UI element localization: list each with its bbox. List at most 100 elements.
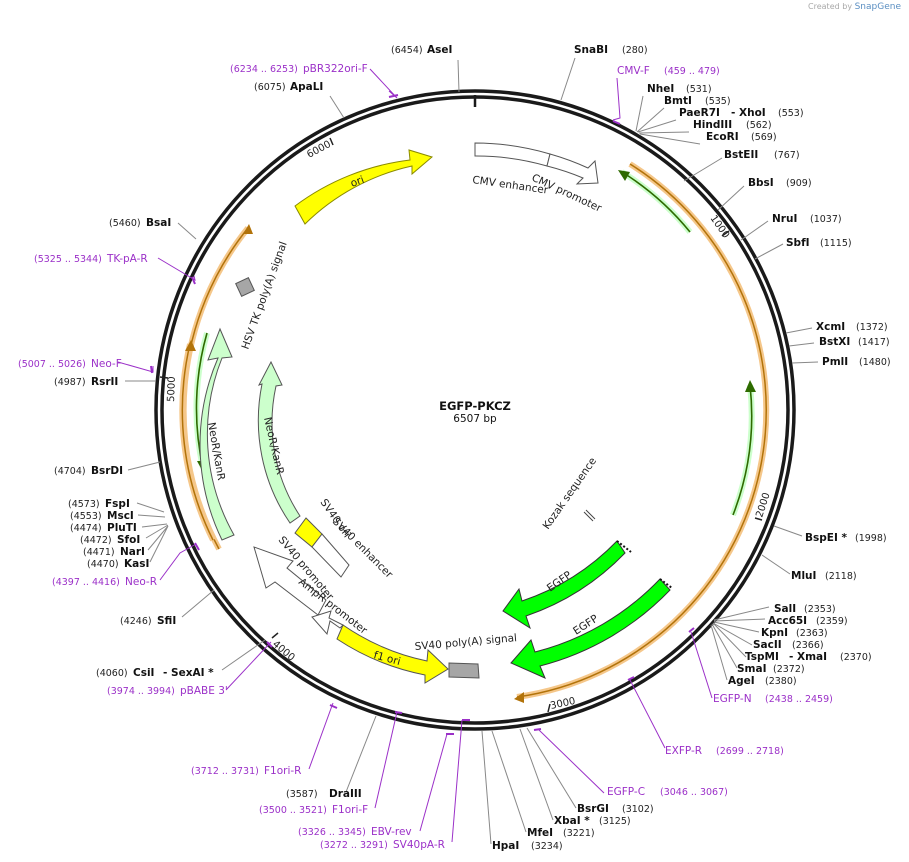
enz-bsteii: BstEII — [724, 149, 758, 161]
primer-exfp-r — [629, 679, 666, 749]
enzyme-labels: (6454) AseI SnaBI (280) (6075) ApaLI Nhe… — [54, 44, 891, 852]
enz-pluti: PluTI — [107, 522, 137, 534]
pr-egfp-c-range: (3046 .. 3067) — [660, 787, 728, 798]
enz-smai: SmaI — [737, 663, 767, 675]
leader-bsrgi — [526, 727, 577, 809]
ori-top-label: ori — [349, 174, 366, 190]
leader-bsteii — [683, 157, 723, 182]
leader-nrui — [740, 220, 769, 241]
enz-xbai: XbaI * — [554, 815, 590, 827]
sv40-promoter-arrow — [253, 546, 327, 616]
pr-f1ori-f-range: (3500 .. 3521) — [259, 805, 327, 816]
enz-bbsi-pos: (909) — [786, 178, 812, 189]
enz-paer7i: PaeR7I — [679, 107, 720, 119]
cmv-enhancer-arrow — [474, 142, 551, 167]
enz-agei: AgeI — [728, 675, 755, 687]
leader-xcmi — [785, 327, 813, 334]
primer-tk-pa-r — [157, 257, 196, 282]
enz-csii: CsiI — [133, 667, 154, 679]
leader-bsrdi — [127, 461, 161, 471]
enz-fspi: FspI — [105, 498, 130, 510]
pr-ebv-rev-range: (3326 .. 3345) — [298, 827, 366, 838]
enz-asei: AseI — [427, 44, 452, 56]
egfp-2-start — [659, 578, 673, 589]
orf-arc-right — [516, 161, 770, 700]
sv40-polya-box — [448, 662, 480, 679]
cmv-promoter-arrow — [546, 153, 599, 185]
kozak-label: Kozak sequence — [541, 455, 599, 531]
enz-draiii-pos: (3587) — [286, 789, 318, 800]
primer-pbabe — [225, 641, 272, 691]
primer-marks — [117, 68, 713, 843]
enz-bbsi: BbsI — [748, 177, 774, 189]
leader-bbsi — [717, 185, 745, 211]
leader-sbfi — [754, 243, 784, 260]
enz-hpai-pos: (3234) — [531, 841, 563, 852]
enz-mfei-pos: (3221) — [563, 828, 595, 839]
enz-hpai: HpaI — [492, 840, 519, 852]
leader-group-kasi — [136, 502, 169, 563]
f1-ori-arrow — [336, 624, 449, 684]
plasmid-length: 6507 bp — [453, 413, 497, 425]
enz-bspei-pos: (1998) — [855, 533, 887, 544]
pr-neo-r-range: (4397 .. 4416) — [52, 577, 120, 588]
pr-pbabe-range: (3974 .. 3994) — [107, 686, 175, 697]
pr-tk-pa-r: TK-pA-R — [106, 253, 148, 265]
tick-1000 — [721, 230, 730, 237]
enz-sexai: - SexAI * — [163, 667, 214, 679]
ori-arrow-top — [294, 149, 434, 225]
primer-pbr322ori-f — [369, 68, 398, 99]
pr-cmv-f: CMV-F — [617, 65, 650, 77]
enz-hindiii: HindIII — [693, 119, 732, 131]
orf-arc-left-head-top — [243, 224, 253, 234]
enz-msci-pos: (4553) — [70, 511, 102, 522]
enz-pmli-pos: (1480) — [859, 357, 891, 368]
enz-sfoi: SfoI — [117, 534, 140, 546]
enz-paer7i-pos: (553) — [778, 108, 804, 119]
enz-bsrgi-pos: (3102) — [622, 804, 654, 815]
enz-nrui-pos: (1037) — [810, 214, 842, 225]
leader-group-mcs — [635, 95, 701, 145]
enz-bspei: BspEI * — [805, 532, 848, 544]
enz-xmai: - XmaI — [789, 651, 827, 663]
primer-tick-11 — [533, 728, 542, 731]
backbone-outer — [154, 89, 796, 731]
enz-sali-pos: (2353) — [804, 604, 836, 615]
f1-ori-label: f1 ori — [372, 649, 402, 668]
snapgene-credit: Created by SnapGene — [808, 2, 901, 12]
primer-ebv-rev — [419, 733, 448, 832]
enz-tspmi-pos: (2370) — [840, 652, 872, 663]
primer-ticks — [150, 94, 695, 735]
green-arc-right — [732, 384, 753, 516]
hsv-tk-polya-label: HSV TK poly(A) signal — [240, 240, 290, 351]
leader-csii — [221, 639, 266, 671]
primer-tick-6 — [266, 641, 273, 648]
tick-label-6000: 6000 — [305, 139, 333, 161]
primer-tick-2 — [612, 120, 621, 125]
pr-exfp-r-range: (2699 .. 2718) — [716, 746, 784, 757]
enz-rsrii: RsrII — [91, 376, 118, 388]
leader-draiii — [345, 715, 377, 793]
enz-apali-pos: (6075) — [254, 82, 286, 93]
orf-arc-right-core — [516, 163, 767, 698]
enz-hindiii-pos: (562) — [746, 120, 772, 131]
enz-xcmi: XcmI — [816, 321, 845, 333]
pr-sv40pa-r: SV40pA-R — [393, 839, 445, 851]
primer-f1ori-f — [374, 711, 398, 809]
leader-bstxi — [788, 342, 815, 347]
pr-pbr322ori-f: pBR322ori-F — [303, 63, 368, 75]
pr-cmv-f-range: (459 .. 479) — [664, 66, 720, 77]
enz-draiii: DraIII — [329, 788, 362, 800]
enz-kasi-pos: (4470) — [87, 559, 119, 570]
leader-snabi — [560, 57, 576, 101]
primer-tick-7 — [329, 704, 338, 709]
tick-label-5000: 5000 — [166, 376, 178, 402]
pr-exfp-r: EXFP-R — [665, 745, 702, 757]
primer-egfp-c — [538, 729, 605, 794]
enz-xhoi: - XhoI — [731, 107, 766, 119]
primer-neo-f — [117, 361, 154, 373]
pr-f1ori-r: F1ori-R — [264, 765, 301, 777]
pr-pbabe: pBABE 3' — [180, 685, 228, 697]
credit-prefix: Created by — [808, 2, 853, 11]
enz-ecori: EcoRI — [706, 131, 739, 143]
